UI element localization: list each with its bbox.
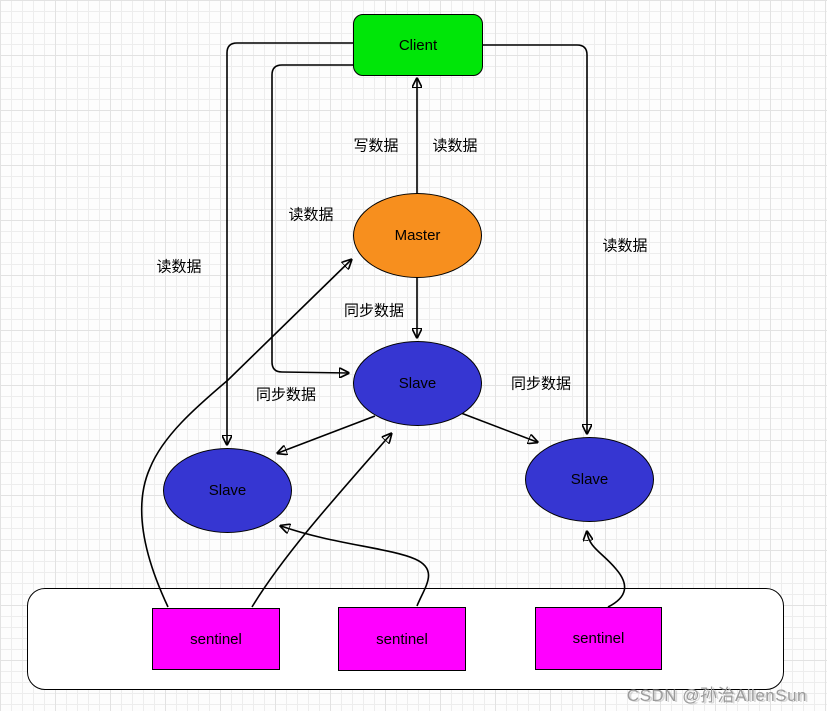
- label-read-data-client-slave-left: 读数据: [156, 258, 202, 276]
- label-write-data: 写数据: [353, 137, 399, 155]
- sentinel-2-node: sentinel: [338, 607, 466, 671]
- client-node: Client: [353, 14, 483, 76]
- edge-slave-middle-slave-left: [278, 415, 376, 453]
- slave-right-node: Slave: [525, 437, 654, 522]
- slave-left-node: Slave: [163, 448, 292, 533]
- edge-sentinel2-slave-left: [281, 526, 430, 607]
- label-read-data-client-slave-middle: 读数据: [288, 206, 334, 224]
- edge-sentinel1-slave-middle: [251, 434, 391, 608]
- slave-middle-node: Slave: [353, 341, 482, 426]
- edge-sentinel1-master: [141, 260, 351, 608]
- label-sync-data-master-slave: 同步数据: [343, 302, 405, 320]
- edge-sentinel3-slave-right: [587, 532, 626, 608]
- sentinel-1-node: sentinel: [152, 608, 280, 670]
- csdn-watermark: CSDN @孙治AllenSun: [626, 686, 807, 705]
- edge-client-slave-right: [482, 44, 587, 433]
- edge-slave-middle-slave-right: [460, 412, 537, 442]
- sentinel-3-node: sentinel: [535, 607, 662, 670]
- edge-client-slave-middle: [271, 64, 353, 373]
- label-read-data-client-master: 读数据: [432, 137, 478, 155]
- label-sync-data-slave-right: 同步数据: [510, 375, 572, 393]
- edge-client-slave-left: [227, 42, 353, 444]
- label-read-data-client-slave-right: 读数据: [602, 237, 648, 255]
- master-node: Master: [353, 193, 482, 278]
- label-sync-data-slave-left: 同步数据: [255, 386, 317, 404]
